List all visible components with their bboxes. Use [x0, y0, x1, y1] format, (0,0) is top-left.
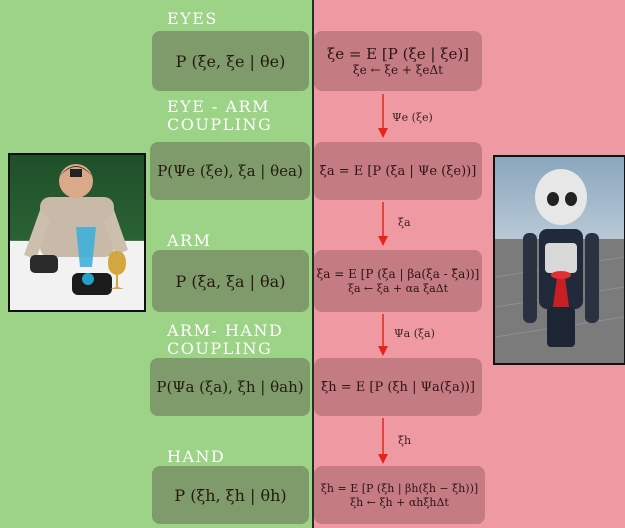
eye-arm-coupling-update-formula: ξ̄a = E [P (ξa | Ψe (ξe))] [319, 163, 477, 179]
arrow-label-psi-a: Ψa (ξa) [394, 327, 435, 340]
human-subject-illustration [10, 164, 144, 310]
section-title-eyes: EYES [167, 9, 218, 28]
hand-model-box: P (ξ̇h, ξh | θh) [152, 466, 309, 524]
robot-simulation-photo [493, 155, 625, 365]
down-arrow-icon [378, 418, 388, 464]
hand-update-expectation: ξ̇h = E [P (ξ̇h | βh(ξh − ξ̄h))] [320, 481, 479, 495]
arm-hand-coupling-model-box: P(Ψa (ξa), ξh | θah) [150, 358, 310, 416]
section-title-arm-hand-coupling: ARM- HAND COUPLING [167, 321, 284, 358]
section-title-hand: HAND [167, 447, 226, 466]
eye-arm-coupling-model-formula: P(Ψe (ξe), ξa | θea) [157, 162, 303, 180]
arm-model-box: P (ξ̇a, ξa | θa) [152, 250, 309, 312]
arm-update-integration: ξa ← ξa + αa ξ̇aΔt [347, 281, 449, 295]
eyes-update-box: ξ̇e = E [P (ξ̇e | ξe)] ξe ← ξe + ξ̇eΔt [314, 31, 482, 91]
section-title-arm: ARM [167, 231, 212, 250]
arrow-label-xi-bar-h: ξ̄h [398, 434, 412, 447]
section-title-eye-arm-coupling: EYE - ARM COUPLING [167, 97, 273, 134]
arm-hand-coupling-model-formula: P(Ψa (ξa), ξh | θah) [156, 378, 304, 396]
down-arrow-icon [378, 94, 388, 138]
hand-update-integration: ξh ← ξh + αhξ̇hΔt [350, 495, 449, 509]
eyes-model-box: P (ξ̇e, ξe | θe) [152, 31, 309, 91]
eye-arm-coupling-model-box: P(Ψe (ξe), ξa | θea) [150, 142, 310, 200]
arm-update-box: ξ̇a = E [P (ξ̇a | βa(ξa - ξ̄a))] ξa ← ξa… [314, 250, 482, 312]
panel-divider [312, 0, 314, 528]
arrow-arm-to-coupling [378, 314, 388, 356]
eyes-update-integration: ξe ← ξe + ξ̇eΔt [353, 62, 443, 77]
eye-arm-coupling-update-box: ξ̄a = E [P (ξa | Ψe (ξe))] [314, 142, 482, 200]
eyes-model-formula: P (ξ̇e, ξe | θe) [175, 51, 286, 71]
down-arrow-icon [378, 202, 388, 246]
arm-hand-coupling-update-box: ξ̄h = E [P (ξh | Ψa(ξa))] [314, 358, 482, 416]
arm-hand-coupling-update-formula: ξ̄h = E [P (ξh | Ψa(ξa))] [321, 379, 475, 395]
arm-update-expectation: ξ̇a = E [P (ξ̇a | βa(ξa - ξ̄a))] [316, 266, 480, 281]
arrow-eyes-to-coupling [378, 94, 388, 138]
robot-illustration [495, 169, 624, 363]
eyes-update-expectation: ξ̇e = E [P (ξ̇e | ξe)] [326, 44, 470, 63]
arm-model-formula: P (ξ̇a, ξa | θa) [175, 271, 286, 291]
arrow-coupling-to-arm [378, 202, 388, 246]
arrow-coupling-to-hand [378, 418, 388, 464]
hand-model-formula: P (ξ̇h, ξh | θh) [174, 485, 287, 505]
arrow-label-psi-e: Ψe (ξe) [392, 111, 433, 124]
arrow-label-xi-bar-a: ξ̄a [398, 216, 411, 229]
hand-update-box: ξ̇h = E [P (ξ̇h | βh(ξh − ξ̄h))] ξh ← ξh… [314, 466, 485, 524]
human-subject-photo [8, 153, 146, 312]
down-arrow-icon [378, 314, 388, 356]
